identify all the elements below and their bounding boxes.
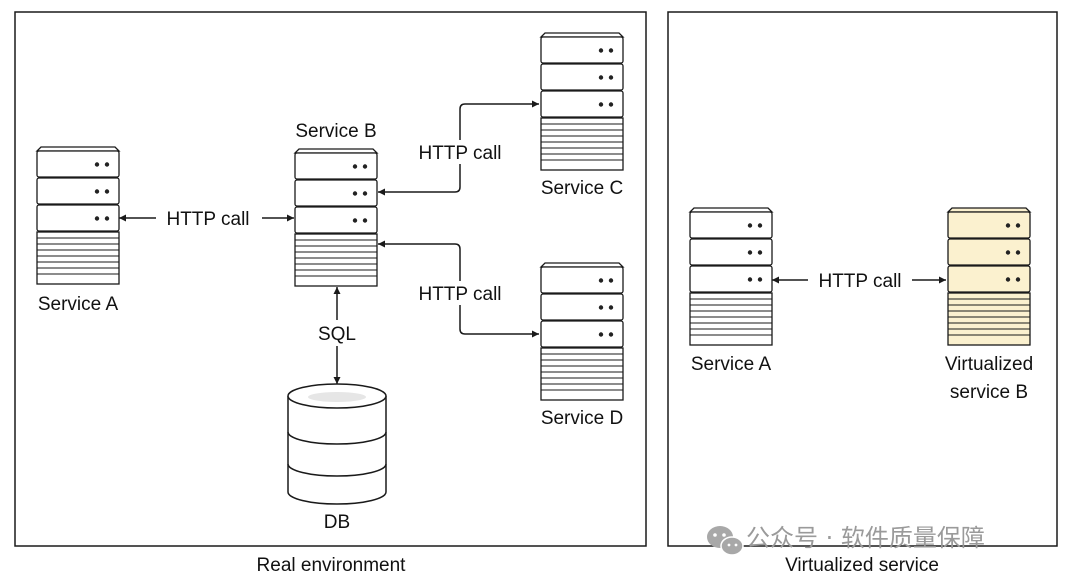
virtual-service-a-label: Service A: [691, 354, 772, 375]
db-label: DB: [324, 512, 350, 533]
server-icon: [688, 207, 774, 346]
http-call-label: HTTP call: [166, 209, 249, 230]
real-environment-panel: [14, 11, 647, 547]
virtualized-server-icon: [946, 207, 1032, 346]
service-b-label: Service B: [295, 121, 376, 142]
sql-label: SQL: [318, 324, 356, 345]
service-c-label: Service C: [541, 178, 623, 199]
http-call-label: HTTP call: [418, 143, 501, 164]
virtualized-service-b-label-line1: Virtualized: [945, 354, 1033, 375]
watermark-text: 公众号 · 软件质量保障: [746, 524, 985, 552]
server-icon: [35, 146, 121, 285]
service-d-label: Service D: [541, 408, 623, 429]
server-icon: [539, 262, 625, 401]
server-icon: [293, 148, 379, 287]
real-environment-caption: Real environment: [257, 555, 407, 576]
wechat-icon: [707, 526, 744, 556]
virtualized-service-b-label-line2: service B: [950, 382, 1028, 403]
server-icon: [539, 32, 625, 171]
http-call-label: HTTP call: [418, 284, 501, 305]
database-icon: [287, 383, 387, 505]
service-a-label: Service A: [38, 294, 119, 315]
virtualized-service-panel: [667, 11, 1058, 547]
virtualized-service-caption: Virtualized service: [785, 555, 939, 576]
http-call-label: HTTP call: [818, 271, 901, 292]
